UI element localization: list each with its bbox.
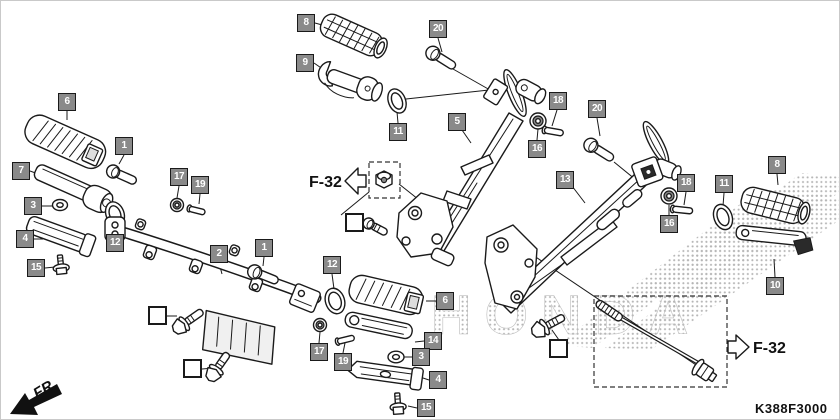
- part-callout: 5: [448, 113, 466, 131]
- washer-17-left: [169, 197, 185, 213]
- part-callout: 6: [436, 292, 454, 310]
- bolt-20-right: [583, 137, 615, 162]
- part-callout: 16: [528, 140, 546, 158]
- washer-12-right: [324, 287, 346, 315]
- part-callout: 19: [191, 176, 209, 194]
- part-callout: 9: [296, 54, 314, 72]
- part-callout: 19: [334, 353, 352, 371]
- part-callout: 20: [429, 20, 447, 38]
- part-callout: 13: [556, 171, 574, 189]
- washer-3-right: [387, 350, 405, 364]
- bolt-15-right: [389, 392, 407, 416]
- washer-17-right: [312, 317, 328, 333]
- part-callout: 1: [115, 137, 133, 155]
- part-callout: 3: [24, 197, 42, 215]
- front-direction: FR.: [10, 375, 62, 415]
- pin-19-left: [186, 204, 206, 216]
- part-callout: 7: [12, 162, 30, 180]
- flange-nut: [375, 170, 393, 189]
- diagram-code: K388F3000: [755, 401, 827, 416]
- flange-bolt-b: [205, 351, 231, 383]
- blank-callout: [345, 213, 364, 232]
- part-callout: 12: [323, 256, 341, 274]
- part-callout: 6: [58, 93, 76, 111]
- step-bracket-13: [484, 120, 682, 314]
- part-callout: 11: [715, 175, 733, 193]
- bolt-small-mid: [362, 217, 388, 236]
- part-callout: 3: [412, 348, 430, 366]
- pin-18-right: [669, 204, 694, 215]
- part-callout: 20: [588, 100, 606, 118]
- main-step-bar-2: [104, 216, 322, 365]
- washer-11-left: [387, 88, 407, 114]
- pillion-peg-holder-9: [317, 61, 384, 102]
- part-callout: 18: [549, 92, 567, 110]
- part-callout: 8: [768, 156, 786, 174]
- step-plate-4-left: [25, 215, 97, 258]
- footpeg-rubber-left: [24, 114, 107, 170]
- step-bracket-5: [396, 68, 547, 267]
- flange-bolt-a: [171, 308, 204, 335]
- part-callout: 16: [660, 215, 678, 233]
- cross-ref-arrow-left: [344, 167, 367, 195]
- part-callout: 14: [424, 332, 442, 350]
- bolt-15-left: [52, 254, 70, 276]
- part-callout: 17: [310, 343, 328, 361]
- washer-11-right: [712, 203, 734, 231]
- part-callout: 15: [417, 399, 435, 417]
- washer-16-right: [660, 187, 678, 205]
- long-mounting-bolt: [593, 295, 728, 388]
- heat-guard: [201, 309, 276, 365]
- part-callout: 11: [389, 123, 407, 141]
- bolt-1-right: [246, 264, 279, 285]
- bolt-20-left: [425, 45, 457, 70]
- pin-19-right: [334, 334, 355, 346]
- part-callout: 12: [106, 234, 124, 252]
- part-callout: 8: [297, 14, 315, 32]
- cross-ref-label-right: F-32: [753, 340, 786, 357]
- fr-arrow-icon: [10, 384, 62, 415]
- blank-callout: [183, 359, 202, 378]
- cross-ref-arrow-right: [727, 334, 750, 360]
- part-callout: 15: [27, 259, 45, 277]
- cross-ref-right: F-32: [727, 334, 786, 360]
- washer-3-left: [51, 198, 69, 212]
- blank-callout: [549, 339, 568, 358]
- cross-ref-label-left: F-32: [309, 174, 342, 191]
- washer-16-left: [529, 112, 547, 130]
- part-callout: 10: [766, 277, 784, 295]
- pillion-peg-rubber-left: [319, 13, 388, 59]
- footpeg-bracket-14: [344, 311, 413, 340]
- part-callout: 18: [677, 174, 695, 192]
- part-callout: 1: [255, 239, 273, 257]
- flange-bolt-mid-right: [530, 314, 566, 338]
- step-plate-4-right: [346, 360, 424, 391]
- part-callout: 4: [429, 371, 447, 389]
- pillion-peg-bracket-10: [735, 224, 814, 256]
- pin-18-left: [541, 125, 564, 137]
- part-callout: 4: [16, 230, 34, 248]
- cross-ref-left: F-32: [309, 161, 401, 199]
- footpeg-bracket-left: [33, 164, 114, 214]
- watermark-text: HONDA: [431, 283, 701, 346]
- footpeg-rubber-mid: [348, 274, 425, 316]
- blank-callout: [148, 306, 167, 325]
- part-callout: 17: [170, 168, 188, 186]
- bolt-1-left: [105, 164, 138, 185]
- pillion-peg-rubber-right: [740, 186, 811, 225]
- part-callout: 2: [210, 245, 228, 263]
